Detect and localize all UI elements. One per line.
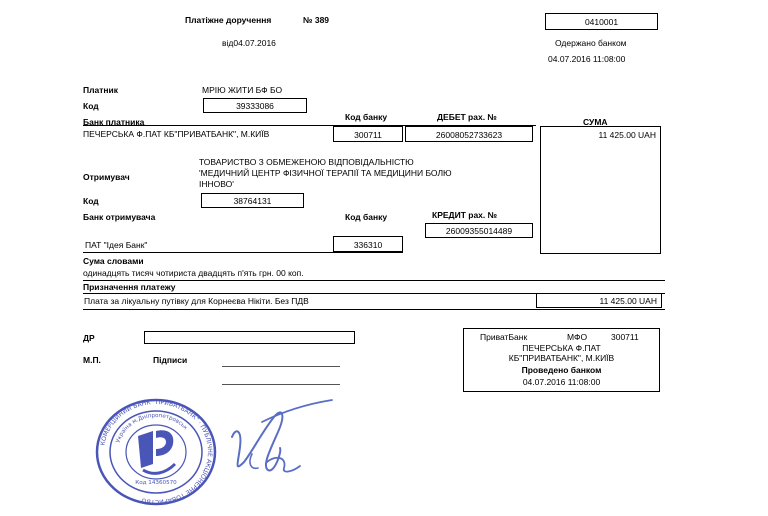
payer-label: Платник [83,85,119,95]
form-code-box: 0410001 [545,13,658,30]
svg-text:Код 14360570: Код 14360570 [135,480,177,486]
debit-account-box: 26008052733623 [405,126,533,142]
recipient-bank-name: ПАТ "Ідея Банк" [85,240,148,250]
credit-label: КРЕДИТ рах. № [432,210,498,220]
purpose-label: Призначення платежу [83,282,176,292]
payer-bank-code-label: Код банку [345,112,388,122]
bank-processing-stamp: ПриватБанк МФО 300711 ПЕЧЕРСЬКА Ф.ПАТ КБ… [463,328,660,392]
recipient-bank-code-label: Код банку [345,212,388,222]
handwritten-signature-icon [231,399,333,473]
document-date: від04.07.2016 [222,38,276,48]
recipient-name-line-1: ТОВАРИСТВО З ОБМЕЖЕНОЮ ВІДПОВІДАЛЬНІСТЮ [199,157,414,167]
recipient-code-label: Код [83,196,99,206]
document-number: № 389 [303,15,330,25]
payer-bank-name: ПЕЧЕРСЬКА Ф.ПАТ КБ"ПРИВАТБАНК", М.КИЇВ [83,129,270,139]
stamp-processed-datetime: 04.07.2016 11:08:00 [522,377,601,387]
sum-box: 11 425.00 UAH [540,126,661,254]
recipient-code-box: 38764131 [201,193,304,208]
purpose-sum-value: 11 425.00 UAH [599,296,658,306]
stamp-processed-label: Проведено банком [521,365,602,375]
received-label: Одержано банком [555,38,627,48]
amount-words-label: Сума словами [83,256,144,266]
received-datetime: 04.07.2016 11:08:00 [548,54,626,64]
document-title: Платіжне доручення [185,15,272,25]
sum-label: СУМА [583,117,608,127]
recipient-bank-code-box: 336310 [333,236,403,252]
signature-line-2 [222,384,340,385]
payer-bank-code-box: 300711 [333,126,403,142]
stamp-branch-line: ПЕЧЕРСЬКА Ф.ПАТ [522,343,601,353]
signature-line-1 [222,366,340,367]
purpose-sum-box: 11 425.00 UAH [536,293,662,308]
payer-name: МРІЮ ЖИТИ БФ БО [202,85,283,95]
amount-words-text: одинадцять тисяч чотириста двадцять п'ят… [83,268,304,278]
recipient-bank-label: Банк отримувача [83,212,156,222]
dr-label: ДР [83,333,95,343]
payer-code-label: Код [83,101,99,111]
signatures-label: Підписи [153,355,188,365]
mp-label: М.П. [83,355,101,365]
stamp-bank-name: ПриватБанк [480,332,528,342]
credit-account-box: 26009355014489 [425,223,533,238]
sum-value: 11 425.00 UAH [598,130,657,140]
payer-code-box: 39333086 [203,98,307,113]
privatbank-seal-icon: КОМЕРЦІЙНИЙ БАНК "ПРИВАТБАНК" · ПУБЛІЧНЕ… [95,398,217,506]
recipient-name-line-2: 'МЕДИЧНИЙ ЦЕНТР ФІЗИЧНОЇ ТЕРАПІЇ ТА МЕДИ… [199,168,452,178]
stamp-bank-city-line: КБ"ПРИВАТБАНК", М.КИЇВ [508,353,615,363]
recipient-label: Отримувач [83,172,130,182]
purpose-text: Плата за лікуальну путівку для Корнеєва … [84,296,309,306]
payer-bank-label: Банк платника [83,117,145,127]
debit-label: ДЕБЕТ рах. № [437,112,497,122]
recipient-name-line-3: ІННОВО' [199,179,234,189]
stamp-mfo-label: МФО [567,332,588,342]
stamp-mfo-value: 300711 [611,332,639,342]
dr-box [144,331,355,344]
